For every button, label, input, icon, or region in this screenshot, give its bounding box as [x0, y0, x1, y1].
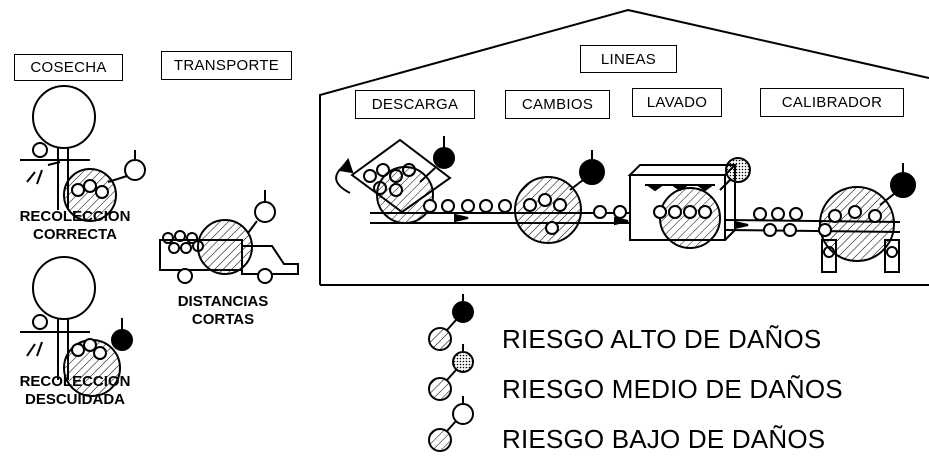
transport-line2: CORTAS — [191, 311, 255, 328]
calibrador-illustration — [818, 163, 916, 273]
stage-cosecha-box: COSECHA — [14, 54, 123, 81]
legend-high-label: RIESGO ALTO DE DAÑOS — [502, 324, 822, 354]
lavado-illustration — [627, 157, 751, 249]
descarga-illustration — [335, 136, 455, 224]
conveyor-line — [370, 199, 901, 237]
legend-low-icon — [428, 396, 474, 452]
harvest-careless-line2: DESCUIDADA — [24, 391, 125, 408]
harvest-careless-line1: RECOLECCION — [19, 373, 131, 390]
harvest-correct-illustration — [20, 85, 146, 222]
harvest-careless-label: RECOLECCION DESCUIDADA — [0, 373, 150, 409]
stage-transporte-box: TRANSPORTE — [161, 51, 292, 80]
cambios-illustration — [514, 150, 605, 244]
step-calibrador-box: CALIBRADOR — [760, 88, 904, 117]
harvest-correct-line2: CORRECTA — [33, 226, 117, 243]
legend-high-icon — [428, 294, 474, 351]
packing-house-outline — [319, 8, 929, 286]
harvest-careless-illustration — [20, 256, 133, 397]
legend-medium-label: RIESGO MEDIO DE DAÑOS — [502, 374, 843, 404]
transport-truck-illustration — [159, 190, 299, 284]
step-descarga-box: DESCARGA — [355, 90, 475, 119]
step-lavado-box: LAVADO — [632, 88, 722, 117]
legend-medium-icon — [428, 344, 474, 401]
transport-line1: DISTANCIAS — [177, 293, 269, 310]
transport-label: DISTANCIAS CORTAS — [168, 293, 278, 329]
legend-low-label: RIESGO BAJO DE DAÑOS — [502, 424, 826, 454]
harvest-correct-label: RECOLECCION CORRECTA — [0, 208, 150, 244]
step-cambios-box: CAMBIOS — [505, 90, 610, 119]
stage-lineas-box: LINEAS — [580, 45, 677, 73]
harvest-correct-line1: RECOLECCION — [19, 208, 131, 225]
